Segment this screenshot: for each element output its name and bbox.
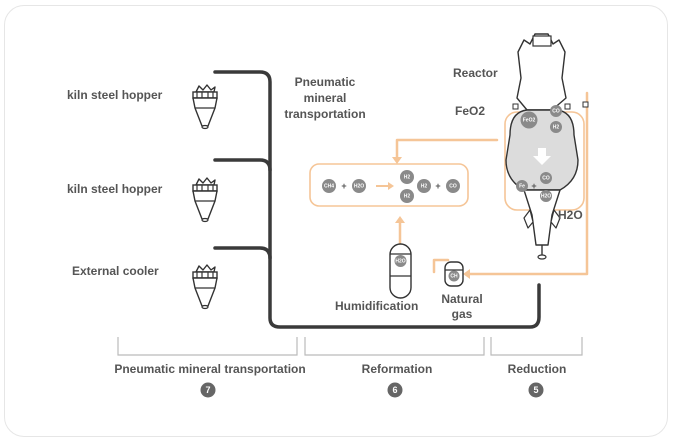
reactor-bottom-molecules: Fe + CO H2O [516, 172, 552, 202]
diagram-frame [4, 5, 668, 437]
co-text: CO [449, 184, 457, 190]
stage-reformation-label: Reformation [362, 362, 433, 376]
stage-reduction-label: Reduction [508, 362, 567, 376]
plus-3: + [531, 181, 536, 191]
pneumatic-line-1: Pneumatic [295, 75, 356, 89]
fe-molecule-text: Fe [519, 184, 525, 190]
feo2-label: FeO2 [455, 104, 485, 118]
h2-molecule-3 [400, 189, 414, 203]
stage-reduction-number: 5 [533, 385, 538, 395]
h2-text-2: H2 [421, 184, 428, 190]
plus-2: + [435, 181, 440, 191]
reactor-h2o-text: H2O [541, 194, 551, 200]
stage-pneumatic-number: 7 [205, 385, 210, 395]
reactor-co-text-top: CO [552, 109, 560, 115]
co-molecule [446, 179, 460, 193]
stage-reformation-badge [387, 382, 403, 398]
natural-gas-label-1: Natural [441, 292, 482, 306]
h2o-text: H2O [354, 184, 364, 190]
gas-tank-molecule [448, 270, 460, 282]
humidifier-h2o-molecule [394, 255, 407, 267]
hopper-2-icon [192, 177, 218, 223]
h2o-label: H2O [558, 208, 583, 222]
natural-gas-label-2: gas [452, 307, 473, 321]
h2-molecule-1 [400, 170, 414, 184]
reaction-arrow-icon [376, 182, 394, 190]
down-arrow-icon [533, 148, 551, 165]
cooler-icon [192, 264, 218, 310]
h2-text-1: H2 [404, 175, 411, 181]
h2-molecule-2 [417, 179, 431, 193]
stage-pneumatic-badge [200, 382, 216, 398]
reactor-co-text-bottom: CO [542, 176, 550, 182]
pneumatic-line-3: transportation [284, 107, 365, 121]
reformation-reaction: CH4 + H2O H2 H2 H2 + CO [322, 170, 460, 203]
humidifier-icon [389, 243, 412, 299]
reactor-top-molecules: FeO2 CO H2 [520, 105, 562, 133]
stage-pneumatic-label: Pneumatic mineral transportation [114, 362, 305, 376]
stage-reduction: Reduction 5 [508, 362, 567, 398]
h2-text-3: H2 [404, 194, 411, 200]
humidification-label: Humidification [335, 299, 418, 313]
reactor-icon [504, 33, 589, 260]
feo2-molecule-text: FeO2 [523, 118, 536, 124]
feo2-molecule [520, 111, 538, 129]
reactor-co-molecule-top [550, 105, 562, 117]
stage-reformation: Reformation 6 [362, 362, 433, 398]
gas-tank-text: CH [450, 274, 458, 280]
humidifier-h2o-text: H2O [395, 259, 405, 265]
fe-molecule [516, 180, 528, 192]
h2o-molecule [352, 179, 366, 193]
reactor-h2-molecule [550, 121, 562, 133]
hopper-1-icon [192, 84, 218, 130]
stage-reformation-number: 6 [392, 385, 397, 395]
pipeline [213, 70, 541, 329]
hopper-1-label: kiln steel hopper [67, 88, 163, 102]
hopper-2-label: kiln steel hopper [67, 182, 163, 196]
stage-reduction-badge [528, 382, 544, 398]
ch4-molecule [322, 179, 336, 193]
stage-brackets [117, 337, 583, 356]
ch4-text: CH4 [324, 184, 334, 190]
stage-pneumatic: Pneumatic mineral transportation 7 [114, 362, 306, 398]
pneumatic-line-2: mineral [304, 91, 347, 105]
reactor-label: Reactor [453, 66, 498, 80]
plus-1: + [341, 181, 346, 191]
cooler-label: External cooler [72, 264, 159, 278]
reactor-co-molecule-bottom [540, 172, 552, 184]
reactor-h2-text: H2 [553, 125, 560, 131]
reactor-h2o-molecule [540, 190, 552, 202]
accent-flow-lines [395, 91, 589, 276]
